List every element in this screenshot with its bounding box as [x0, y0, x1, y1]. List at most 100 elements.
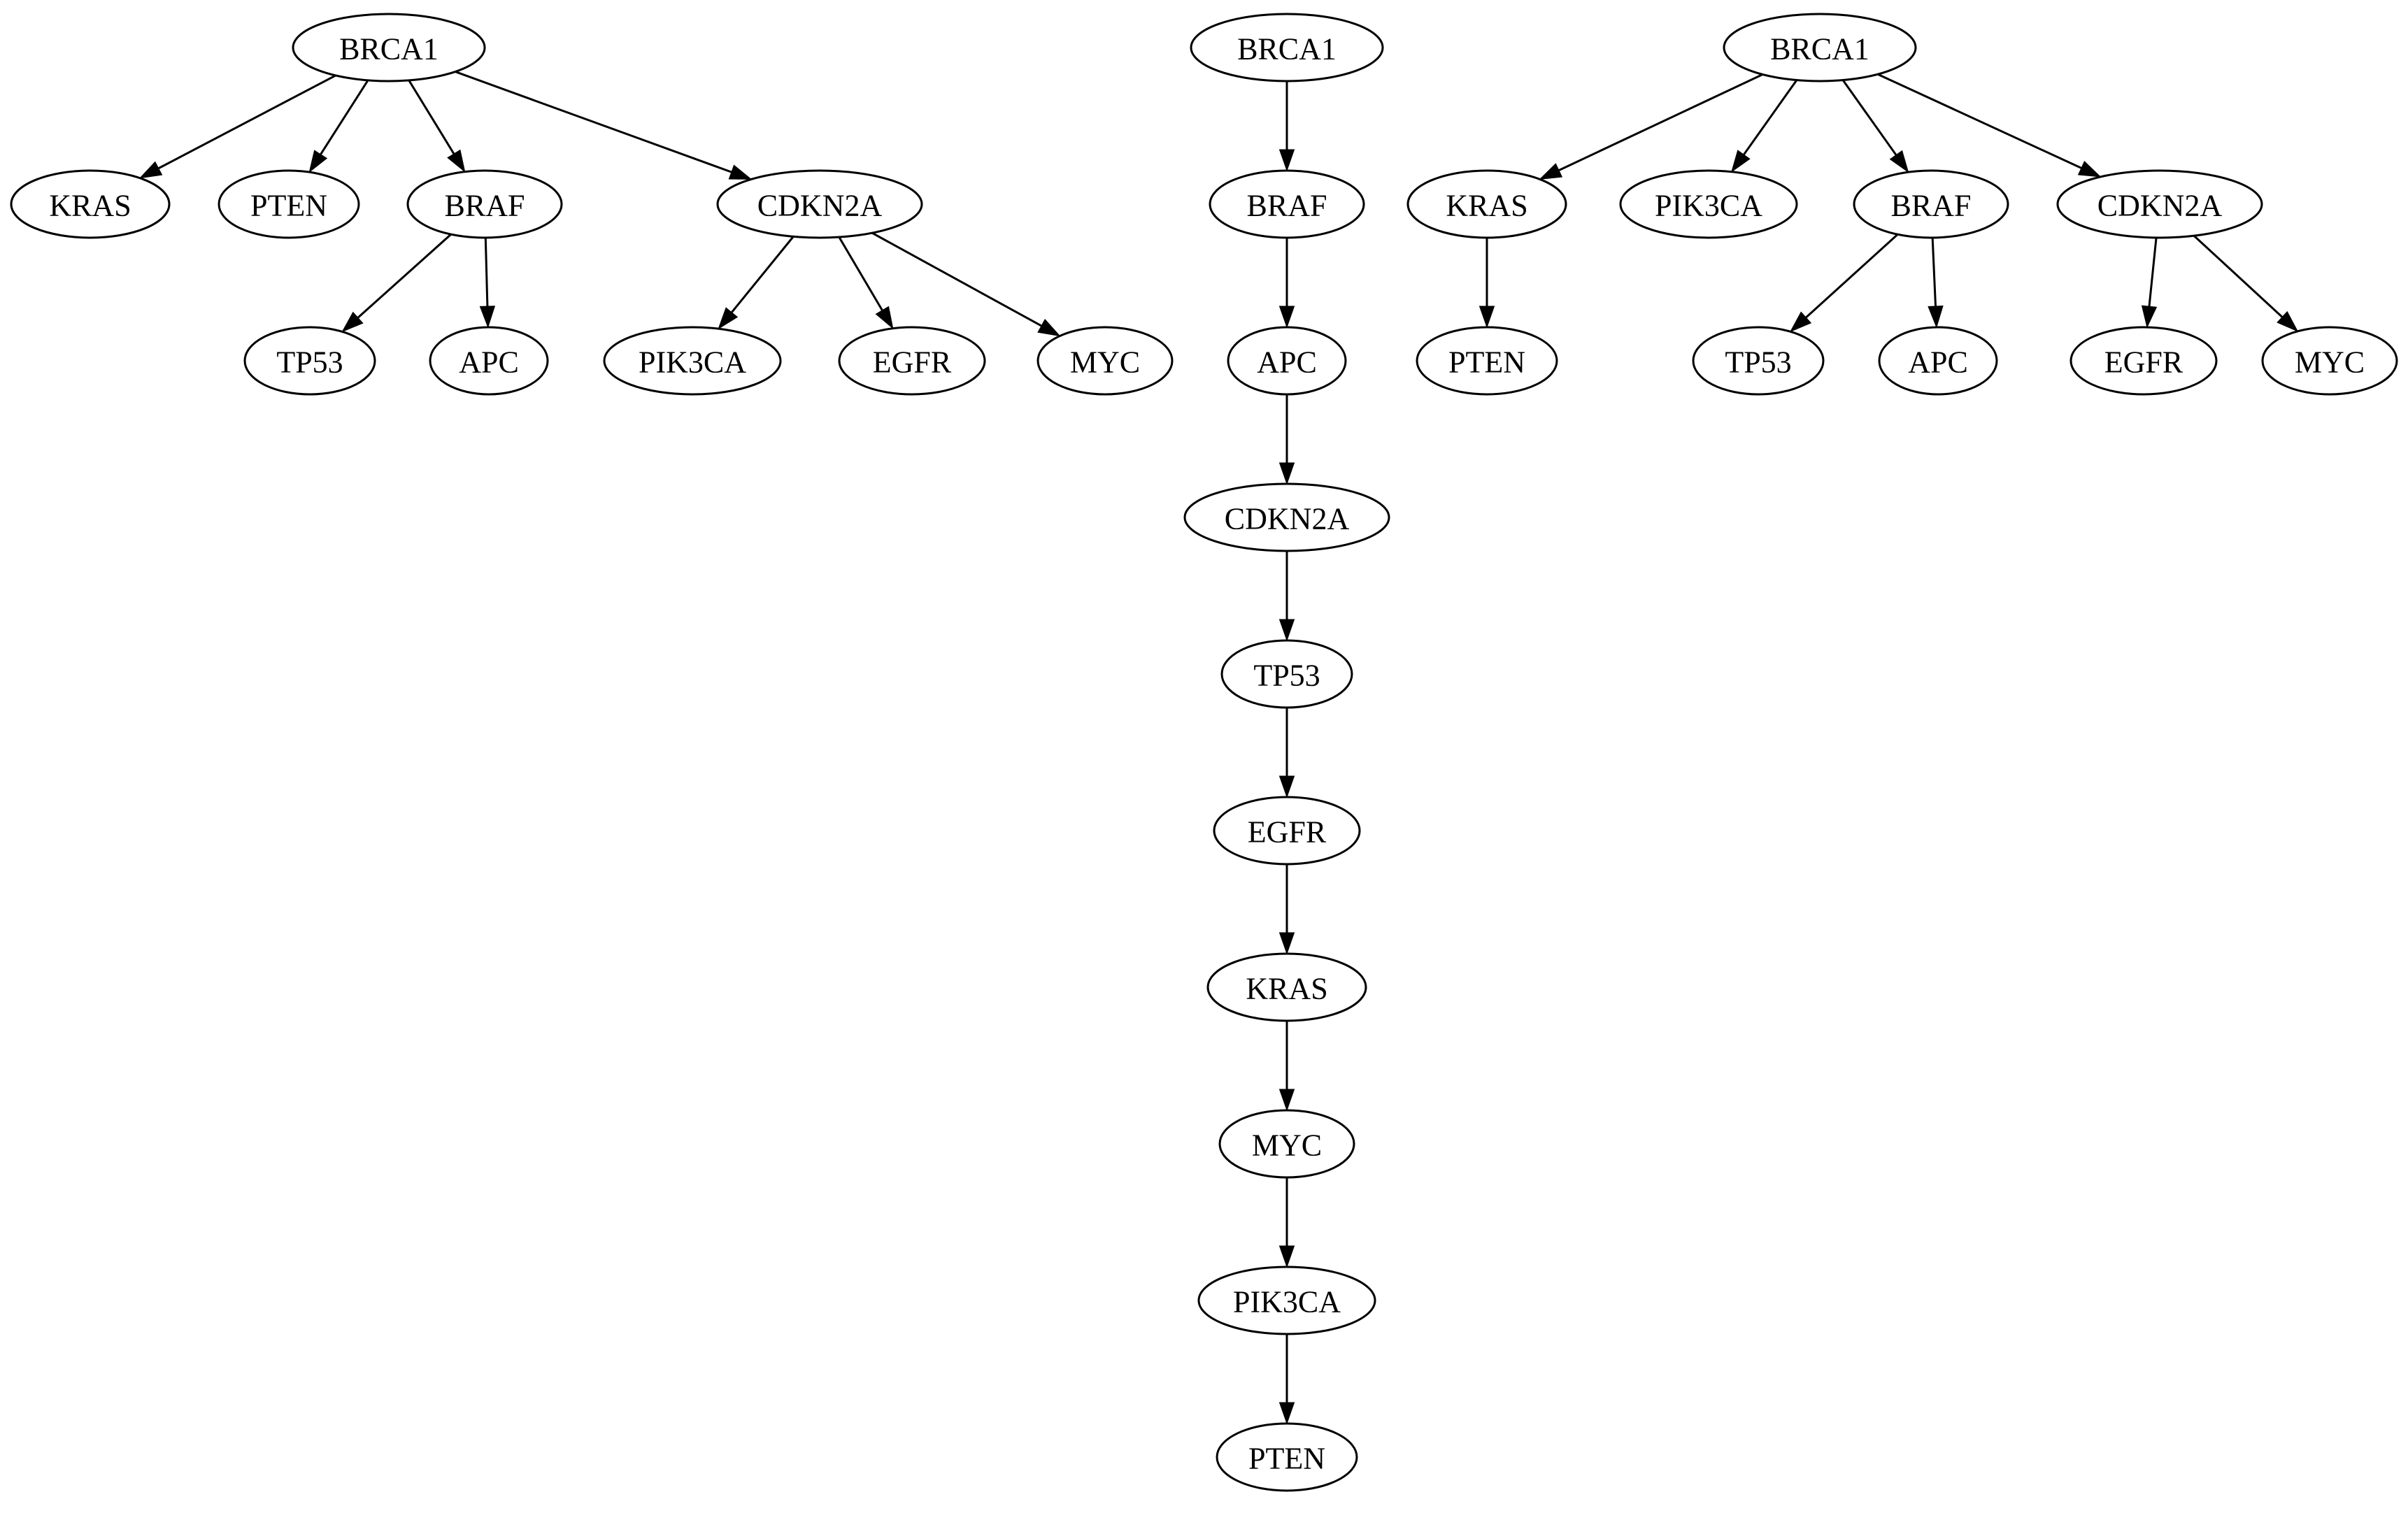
node-left-tree-TP53: TP53 — [243, 326, 376, 396]
edge-CDKN2A-PIK3CA-arrowhead-icon — [718, 307, 739, 330]
node-MYC-ellipse — [1036, 326, 1174, 396]
node-CDKN2A-ellipse — [716, 169, 923, 239]
edge-BRCA1-PIK3CA-line — [1743, 79, 1798, 156]
node-BRAF-ellipse — [1853, 169, 2009, 239]
node-KRAS-ellipse — [1206, 952, 1367, 1022]
edge-BRAF-APC-line — [484, 237, 489, 307]
node-BRCA1-label: BRCA1 — [1770, 32, 1869, 66]
edge-PIK3CA-PTEN-arrowhead-icon — [1278, 1402, 1295, 1425]
node-CDKN2A-label: CDKN2A — [2097, 189, 2223, 223]
node-right-tree-CDKN2A: CDKN2A — [2056, 169, 2263, 239]
node-APC-label: APC — [1257, 345, 1317, 380]
node-BRCA1-ellipse — [1190, 13, 1384, 83]
edge-KRAS-MYC-arrowhead-icon — [1278, 1089, 1295, 1112]
edge-BRAF-APC-arrowhead-icon — [479, 306, 496, 329]
node-PTEN-label: PTEN — [1448, 345, 1525, 380]
edge-CDKN2A-PIK3CA-line — [731, 236, 795, 313]
node-middle-chain-MYC: MYC — [1218, 1109, 1355, 1179]
node-middle-chain-CDKN2A: CDKN2A — [1183, 482, 1390, 552]
node-right-tree-BRCA1: BRCA1 — [1723, 13, 1917, 83]
node-left-tree-KRAS: KRAS — [10, 169, 171, 239]
edge-CDKN2A-EGFR-arrowhead-icon — [2141, 305, 2158, 329]
node-left-tree-CDKN2A: CDKN2A — [716, 169, 923, 239]
node-PIK3CA-ellipse — [603, 326, 782, 396]
edge-APC-CDKN2A-arrowhead-icon — [1278, 462, 1295, 485]
node-BRCA1-ellipse — [1723, 13, 1917, 83]
node-middle-chain-EGFR: EGFR — [1213, 796, 1361, 866]
edge-BRAF-TP53-line — [357, 234, 452, 319]
node-right-tree-APC: APC — [1878, 326, 1998, 396]
node-TP53-label: TP53 — [1725, 345, 1791, 380]
node-TP53-label: TP53 — [1253, 659, 1320, 693]
edge-BRCA1-CDKN2A-arrowhead-icon — [728, 164, 753, 180]
edge-BRCA1-KRAS-arrowhead-icon — [1539, 163, 1563, 180]
node-EGFR-label: EGFR — [1248, 815, 1327, 849]
node-BRAF-label: BRAF — [445, 189, 525, 223]
node-right-tree-BRAF: BRAF — [1853, 169, 2009, 239]
node-CDKN2A-ellipse — [1183, 482, 1390, 552]
edge-BRAF-APC-line — [1931, 237, 1937, 307]
node-PTEN-ellipse — [1416, 326, 1558, 396]
edge-CDKN2A-MYC-arrowhead-icon — [2277, 310, 2299, 332]
node-KRAS-ellipse — [1406, 169, 1567, 239]
edge-MYC-PIK3CA-arrowhead-icon — [1278, 1245, 1295, 1268]
node-left-tree-MYC: MYC — [1036, 326, 1174, 396]
node-PTEN-ellipse — [218, 169, 360, 239]
node-PIK3CA-ellipse — [1197, 1265, 1376, 1335]
node-MYC-label: MYC — [1070, 345, 1140, 380]
edge-EGFR-KRAS-arrowhead-icon — [1278, 932, 1295, 955]
node-left-tree-APC: APC — [429, 326, 549, 396]
node-right-tree-TP53: TP53 — [1692, 326, 1825, 396]
node-middle-chain-BRCA1: BRCA1 — [1190, 13, 1384, 83]
edge-BRCA1-BRAF-arrowhead-icon — [1278, 149, 1295, 172]
edge-BRCA1-BRAF-line — [1841, 79, 1897, 156]
edge-CDKN2A-TP53-arrowhead-icon — [1278, 619, 1295, 642]
edge-CDKN2A-MYC-arrowhead-icon — [1037, 319, 1061, 337]
node-CDKN2A-label: CDKN2A — [757, 189, 883, 223]
node-EGFR-label: EGFR — [873, 345, 952, 380]
node-middle-chain-TP53: TP53 — [1220, 639, 1353, 709]
node-PTEN-ellipse — [1216, 1422, 1358, 1492]
node-EGFR-label: EGFR — [2104, 345, 2183, 380]
node-right-tree-EGFR: EGFR — [2069, 326, 2218, 396]
node-right-tree-PIK3CA: PIK3CA — [1619, 169, 1798, 239]
node-middle-chain-PIK3CA: PIK3CA — [1197, 1265, 1376, 1335]
node-right-tree-KRAS: KRAS — [1406, 169, 1567, 239]
edge-BRCA1-CDKN2A-line — [455, 71, 732, 173]
node-BRAF-ellipse — [406, 169, 563, 239]
node-APC-label: APC — [1908, 345, 1968, 380]
node-CDKN2A-ellipse — [2056, 169, 2263, 239]
edge-BRAF-APC-arrowhead-icon — [1928, 306, 1944, 329]
node-MYC-label: MYC — [1252, 1128, 1322, 1163]
node-BRCA1-label: BRCA1 — [1237, 32, 1337, 66]
node-middle-chain-KRAS: KRAS — [1206, 952, 1367, 1022]
node-BRCA1-label: BRCA1 — [339, 32, 439, 66]
node-KRAS-label: KRAS — [1246, 972, 1327, 1006]
node-TP53-label: TP53 — [276, 345, 343, 380]
node-right-tree-MYC: MYC — [2261, 326, 2398, 396]
node-PIK3CA-label: PIK3CA — [1233, 1285, 1341, 1319]
edge-BRCA1-CDKN2A-arrowhead-icon — [2077, 160, 2102, 178]
node-middle-chain-PTEN: PTEN — [1216, 1422, 1358, 1492]
node-middle-chain-APC: APC — [1227, 326, 1347, 396]
node-PIK3CA-label: PIK3CA — [639, 345, 746, 380]
node-EGFR-ellipse — [2069, 326, 2218, 396]
node-APC-ellipse — [1878, 326, 1998, 396]
edge-BRCA1-KRAS-arrowhead-icon — [138, 161, 163, 179]
node-middle-chain-BRAF: BRAF — [1209, 169, 1365, 239]
edge-BRCA1-PIK3CA-arrowhead-icon — [1731, 150, 1751, 173]
edge-CDKN2A-EGFR-line — [2148, 237, 2158, 307]
edge-BRAF-TP53-arrowhead-icon — [1789, 311, 1812, 333]
node-TP53-ellipse — [243, 326, 376, 396]
node-APC-ellipse — [1227, 326, 1347, 396]
node-KRAS-ellipse — [10, 169, 171, 239]
node-PTEN-label: PTEN — [1248, 1442, 1325, 1476]
node-BRCA1-ellipse — [292, 13, 486, 83]
node-CDKN2A-label: CDKN2A — [1225, 502, 1350, 536]
edge-CDKN2A-MYC-line — [2193, 235, 2284, 318]
node-KRAS-label: KRAS — [49, 189, 131, 223]
